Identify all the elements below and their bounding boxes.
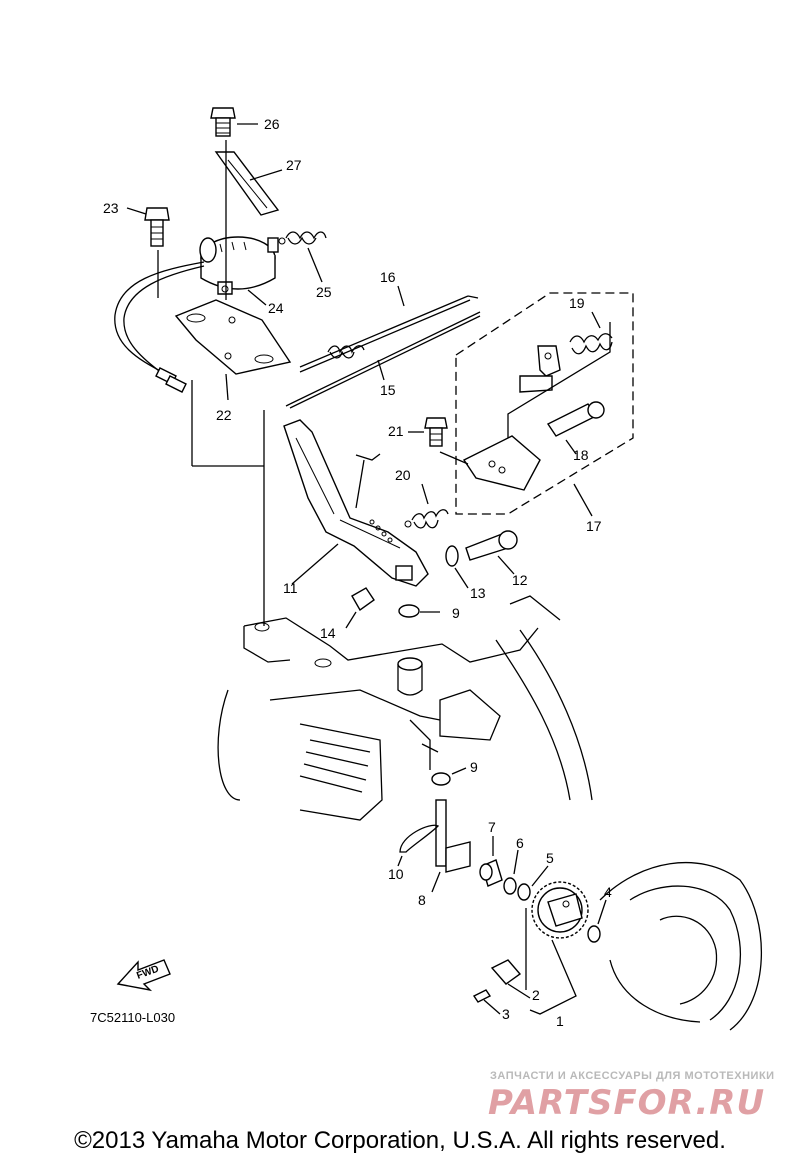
callout-labels: 26 27 23 25 24 22 16 15 19 21 18 20 17 1… bbox=[103, 116, 612, 1029]
callout-7: 7 bbox=[488, 819, 496, 835]
callout-12: 12 bbox=[512, 572, 528, 588]
spring-20 bbox=[404, 483, 449, 529]
callout-11: 11 bbox=[283, 580, 298, 596]
callout-13: 13 bbox=[470, 585, 486, 601]
housing-right bbox=[599, 861, 762, 1031]
callout-18: 18 bbox=[573, 447, 589, 463]
callout-16: 16 bbox=[380, 269, 396, 285]
watermark-logo: PARTSFOR.RU bbox=[488, 1083, 766, 1123]
callout-3: 3 bbox=[502, 1006, 510, 1022]
bracket-27 bbox=[214, 151, 283, 216]
callout-5: 5 bbox=[546, 850, 554, 866]
rod-15 bbox=[285, 311, 481, 409]
bracket-17-upper bbox=[507, 322, 611, 444]
callout-15: 15 bbox=[380, 382, 396, 398]
copyright-notice: ©2013 Yamaha Motor Corporation, U.S.A. A… bbox=[74, 1127, 726, 1154]
callout-26: 26 bbox=[264, 116, 280, 132]
plate-22 bbox=[174, 299, 292, 401]
callout-8: 8 bbox=[418, 892, 426, 908]
callout-2: 2 bbox=[532, 987, 540, 1003]
guide-lines-solenoid bbox=[157, 140, 265, 626]
callout-9-upper: 9 bbox=[452, 605, 460, 621]
callout-23: 23 bbox=[103, 200, 119, 216]
bolt-26 bbox=[210, 107, 258, 137]
pin-3 bbox=[472, 989, 501, 1015]
spring-25 bbox=[278, 231, 327, 283]
gear-1 bbox=[525, 881, 589, 1015]
bolt-12 bbox=[465, 530, 518, 575]
assembly-box-17 bbox=[455, 292, 634, 517]
washer-9-lower bbox=[431, 767, 467, 786]
callout-1: 1 bbox=[556, 1013, 564, 1029]
callout-4: 4 bbox=[604, 884, 612, 900]
callout-17: 17 bbox=[586, 518, 602, 534]
bolt-23 bbox=[126, 207, 170, 247]
callout-24: 24 bbox=[268, 300, 284, 316]
washer-4 bbox=[587, 899, 607, 943]
engine-case bbox=[217, 595, 593, 821]
diagram-code: 7C52110-L030 bbox=[90, 1010, 176, 1025]
solenoid-24 bbox=[114, 236, 279, 393]
callout-10: 10 bbox=[388, 866, 404, 882]
washer-9-upper bbox=[398, 604, 440, 618]
washer-6 bbox=[503, 849, 519, 895]
clip-2 bbox=[490, 959, 531, 999]
callout-20: 20 bbox=[395, 467, 411, 483]
callout-9-lower: 9 bbox=[470, 759, 478, 775]
pin-7 bbox=[479, 836, 503, 887]
bracket-17-lower bbox=[439, 435, 541, 491]
spring-19 bbox=[569, 311, 613, 355]
callout-6: 6 bbox=[516, 835, 524, 851]
washer-13 bbox=[445, 545, 469, 589]
callout-14: 14 bbox=[320, 625, 336, 641]
lever-11 bbox=[283, 419, 429, 587]
watermark-tagline: ЗАПЧАСТИ И АКСЕССУАРЫ ДЛЯ МОТОТЕХНИКИ bbox=[490, 1070, 775, 1082]
washer-5 bbox=[517, 865, 549, 901]
clip-10 bbox=[397, 824, 440, 867]
shaft-8 bbox=[431, 799, 471, 893]
callout-27: 27 bbox=[286, 157, 302, 173]
callout-21: 21 bbox=[388, 423, 404, 439]
bolt-21 bbox=[408, 417, 448, 447]
callout-22: 22 bbox=[216, 407, 232, 423]
callout-25: 25 bbox=[316, 284, 332, 300]
bolt-18 bbox=[546, 401, 605, 455]
rod-16 bbox=[299, 285, 479, 373]
collar-14 bbox=[345, 587, 375, 629]
callout-19: 19 bbox=[569, 295, 585, 311]
fwd-arrow: FWD bbox=[116, 959, 171, 992]
